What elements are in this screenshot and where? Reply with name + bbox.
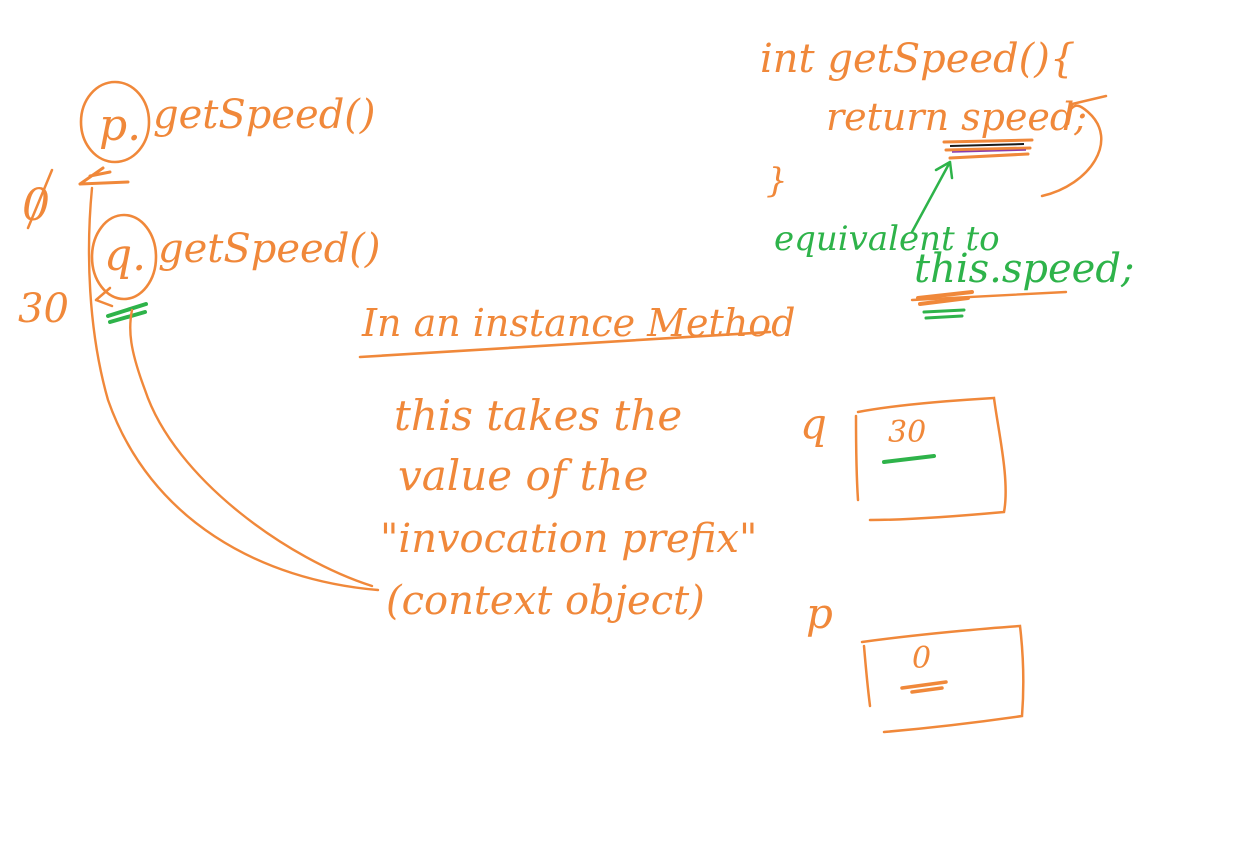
- method-return: return speed;: [826, 95, 1087, 139]
- context-arrow-inner: [129, 308, 374, 588]
- object-p: p 0: [806, 589, 1025, 734]
- explanation-line-1: this takes the: [394, 391, 682, 440]
- p-return-arrowhead: [78, 166, 130, 186]
- context-arrow-outer: [87, 186, 380, 592]
- q-green-underline: [106, 302, 148, 324]
- object-p-box: [860, 624, 1025, 734]
- object-q-box: [854, 396, 1007, 522]
- object-p-name: p: [806, 589, 833, 638]
- p-prefix: p.: [99, 100, 141, 151]
- method-signature: int getSpeed(){: [760, 36, 1075, 82]
- method-code-group: int getSpeed(){ return speed; }: [760, 36, 1108, 201]
- speed-highlight-purple: [951, 149, 1027, 153]
- object-q-name: q: [800, 399, 827, 448]
- p-call-group: p. getSpeed() 0: [22, 80, 376, 231]
- equivalence-label: equivalent to: [774, 219, 1000, 259]
- object-p-underline: [900, 680, 948, 694]
- this-highlight-orange: [916, 290, 974, 306]
- explanation-group: In an instance Method this takes the val…: [358, 301, 796, 624]
- q-return-arrowhead: [94, 286, 114, 308]
- q-call-group: q. getSpeed() 30: [18, 213, 381, 332]
- return-curl-arrow: [1040, 104, 1103, 198]
- p-method: getSpeed(): [153, 92, 376, 138]
- object-p-value: 0: [912, 641, 931, 676]
- q-method: getSpeed(): [158, 226, 381, 272]
- q-prefix: q.: [104, 230, 146, 281]
- this-highlight-green: [922, 308, 966, 320]
- equivalence-expression: this.speed;: [914, 246, 1134, 292]
- q-result-thirty: 30: [18, 286, 69, 332]
- object-q: q 30: [800, 396, 1007, 522]
- q-prefix-circle: [90, 213, 158, 301]
- equivalence-arrow: [910, 160, 954, 234]
- explanation-line-4: (context object): [386, 578, 705, 624]
- explanation-line-3: "invocation prefix": [380, 516, 757, 562]
- equivalence-group: equivalent to this.speed;: [774, 160, 1134, 320]
- speed-highlight-orange: [942, 138, 1034, 160]
- equivalence-underline: [910, 290, 1068, 302]
- object-q-value: 30: [888, 415, 926, 450]
- explanation-heading: In an instance Method: [361, 301, 796, 345]
- return-curl-arrowhead: [1066, 94, 1108, 126]
- p-zero-slash: [26, 168, 54, 230]
- explanation-heading-underline: [358, 330, 772, 359]
- p-prefix-circle: [79, 80, 151, 164]
- speed-highlight-black: [949, 143, 1025, 147]
- object-q-green-mark: [882, 454, 936, 464]
- method-close-brace: }: [766, 161, 788, 201]
- explanation-line-2: value of the: [398, 451, 648, 500]
